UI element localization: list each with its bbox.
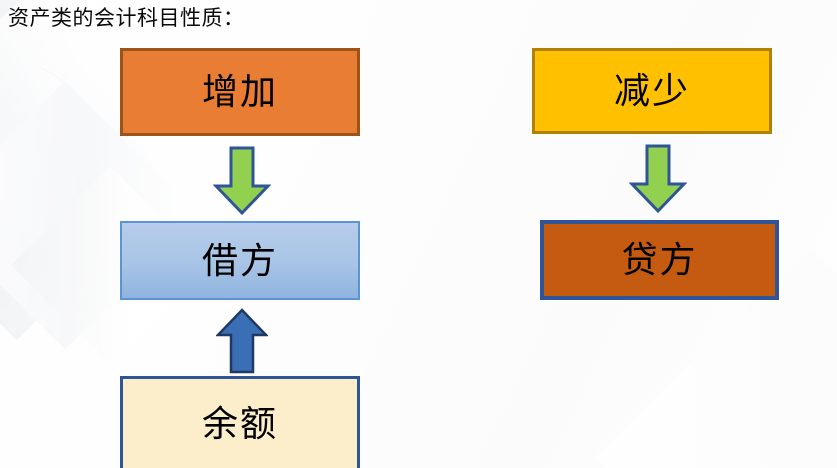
box-balance: 余额 xyxy=(120,376,360,468)
arrow-up-icon-left xyxy=(216,308,268,374)
box-credit: 贷方 xyxy=(540,220,779,300)
background-circle-shape xyxy=(0,60,92,232)
box-balance-label: 余额 xyxy=(201,403,278,444)
slide-title: 资产类的会计科目性质： xyxy=(8,7,245,30)
box-decrease-label: 减少 xyxy=(613,70,690,111)
box-debit-label: 借方 xyxy=(201,239,278,281)
box-credit-label: 贷方 xyxy=(621,239,698,280)
box-debit: 借方 xyxy=(120,221,360,300)
box-decrease: 减少 xyxy=(532,48,772,134)
arrow-down-icon-right xyxy=(629,144,687,214)
arrow-down-icon-left xyxy=(213,146,271,216)
box-increase-label: 增加 xyxy=(201,71,278,112)
box-increase: 增加 xyxy=(120,48,360,136)
